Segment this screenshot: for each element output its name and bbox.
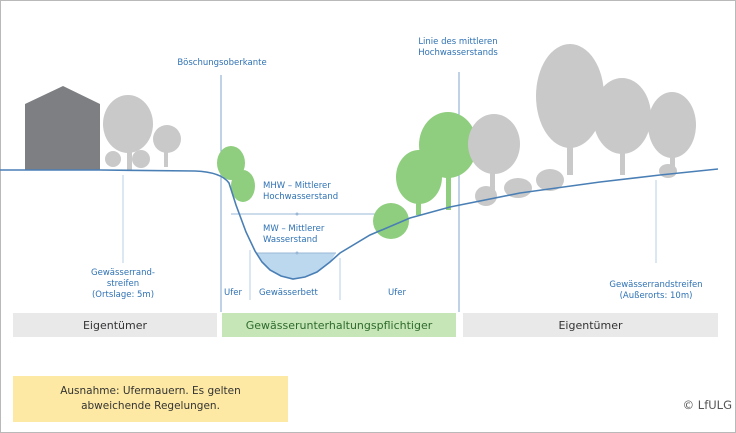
tree-gray-right [468,44,696,206]
copyright: © LfULG [682,398,732,412]
band-maintenance: Gewässerunterhaltungspflichtiger [222,313,456,337]
label-strip-left: Gewässerrand- streifen (Ortslage: 5m) [91,268,155,300]
label-ufer-right: Ufer [388,288,406,298]
terrain-line [0,168,719,280]
exception-note: Ausnahme: Ufermauern. Es gelten abweiche… [13,376,288,422]
label-mhw: MHW – Mittlerer Hochwasserstand [263,181,339,202]
label-mean-high-line: Linie des mittleren Hochwasserstands [418,37,498,58]
tree-green-slope [373,112,477,239]
label-bed: Gewässerbett [259,288,318,298]
label-bank-top: Böschungsoberkante [177,58,267,68]
tree-gray-left [103,95,181,170]
label-mw: MW – Mittlerer Wasserstand [263,224,325,245]
tree-green-bank [217,146,255,202]
label-ufer-left: Ufer [224,288,242,298]
band-owner-left: Eigentümer [13,313,217,337]
house-icon [25,86,100,170]
label-strip-right: Gewässerrandstreifen (Außerorts: 10m) [609,280,703,301]
band-owner-right: Eigentümer [463,313,718,337]
